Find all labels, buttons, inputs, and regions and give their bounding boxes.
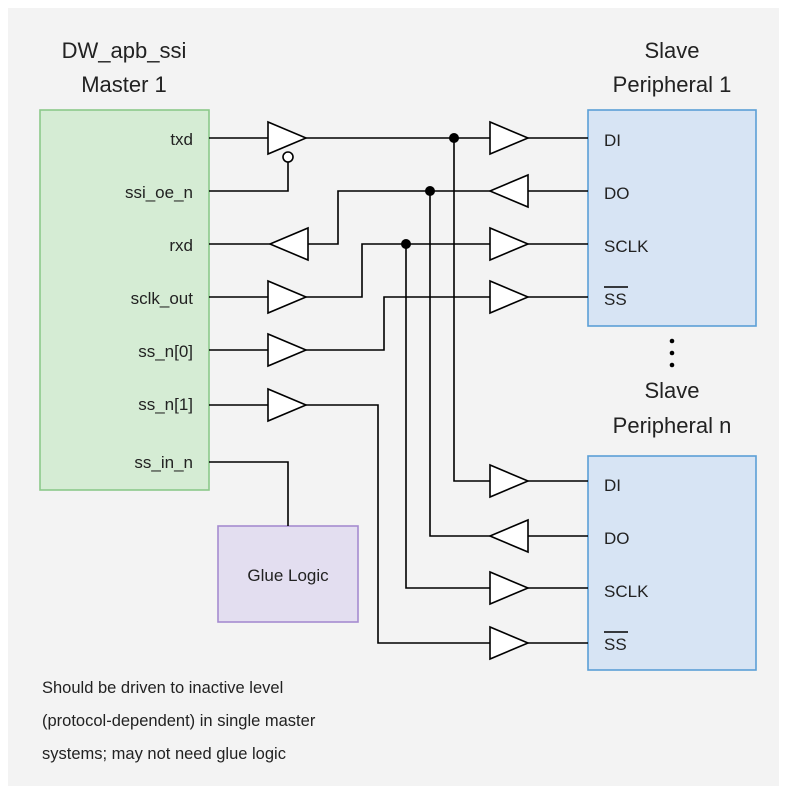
buffer-slaven-do xyxy=(487,518,529,554)
buffer-slave1-sclk xyxy=(489,226,531,262)
slaven-title-line1: Slave xyxy=(644,378,699,403)
buffer-rxd xyxy=(267,226,309,262)
master-pin-rxd: rxd xyxy=(169,236,193,255)
wire-do1-to-rxd xyxy=(308,190,490,245)
slaven-title-line2: Peripheral n xyxy=(613,413,732,438)
slave-peripheral-1-block xyxy=(587,109,757,327)
junction-dot xyxy=(425,186,435,196)
master-pin-sclk-out: sclk_out xyxy=(131,289,194,308)
master-pin-ss-in-n: ss_in_n xyxy=(134,453,193,472)
master-title-line1: DW_apb_ssi xyxy=(62,38,187,63)
buffer-ss-n-0 xyxy=(267,332,309,368)
master-pin-ss-n-1: ss_n[1] xyxy=(138,395,193,414)
wire-ss-in-n xyxy=(209,461,289,526)
wire-sclk-to-sclkn xyxy=(405,244,490,589)
junction-dot xyxy=(401,239,411,249)
buffer-sclk-out xyxy=(267,279,309,315)
slave-peripheral-n-block xyxy=(587,455,757,671)
slave1-pin-di: DI xyxy=(604,131,621,150)
buffer-ss-n-1 xyxy=(267,387,309,423)
buffer-slave1-di xyxy=(489,120,531,156)
glue-logic-label: Glue Logic xyxy=(247,566,329,585)
wire-ss0-to-ss1 xyxy=(306,296,490,351)
master-title-line2: Master 1 xyxy=(81,72,167,97)
slaven-pin-sclk: SCLK xyxy=(604,582,649,601)
tristate-buffer-txd xyxy=(267,120,309,156)
enable-bubble xyxy=(282,151,294,163)
slave1-title-line1: Slave xyxy=(644,38,699,63)
buffer-slaven-di xyxy=(489,463,531,499)
junction-dot xyxy=(449,133,459,143)
buffer-slave1-ss xyxy=(489,279,531,315)
slaven-pin-do: DO xyxy=(604,529,630,548)
note-line2: (protocol-dependent) in single master xyxy=(42,712,316,730)
buffer-slaven-ss xyxy=(489,625,531,661)
wire-don xyxy=(429,191,490,537)
wire-ss1-to-ssn xyxy=(306,404,490,644)
slave1-pin-do: DO xyxy=(604,184,630,203)
glue-logic-block xyxy=(217,525,359,623)
master-pin-txd: txd xyxy=(170,130,193,149)
note-line3: systems; may not need glue logic xyxy=(42,745,286,763)
master-block xyxy=(39,109,210,491)
slave1-pin-ss: SS xyxy=(604,290,627,309)
slave1-title-line2: Peripheral 1 xyxy=(613,72,732,97)
slaven-pin-ss: SS xyxy=(604,635,627,654)
buffers xyxy=(267,120,531,661)
ellipsis-dot xyxy=(669,350,675,356)
wire-txd-to-din xyxy=(453,138,490,482)
buffer-slaven-sclk xyxy=(489,570,531,606)
wire-sclk-to-sclk1 xyxy=(306,243,490,298)
ellipsis-dot xyxy=(669,338,675,344)
ellipsis-dot xyxy=(669,362,675,368)
note-line1: Should be driven to inactive level xyxy=(42,679,283,697)
buffer-slave1-do xyxy=(487,173,529,209)
wiring xyxy=(209,133,588,644)
master-pin-ssi-oe-n: ssi_oe_n xyxy=(125,183,193,202)
slaven-pin-di: DI xyxy=(604,476,621,495)
slave1-pin-sclk: SCLK xyxy=(604,237,649,256)
wire-ssi-oe-n xyxy=(209,162,289,192)
master-pin-ss-n-0: ss_n[0] xyxy=(138,342,193,361)
